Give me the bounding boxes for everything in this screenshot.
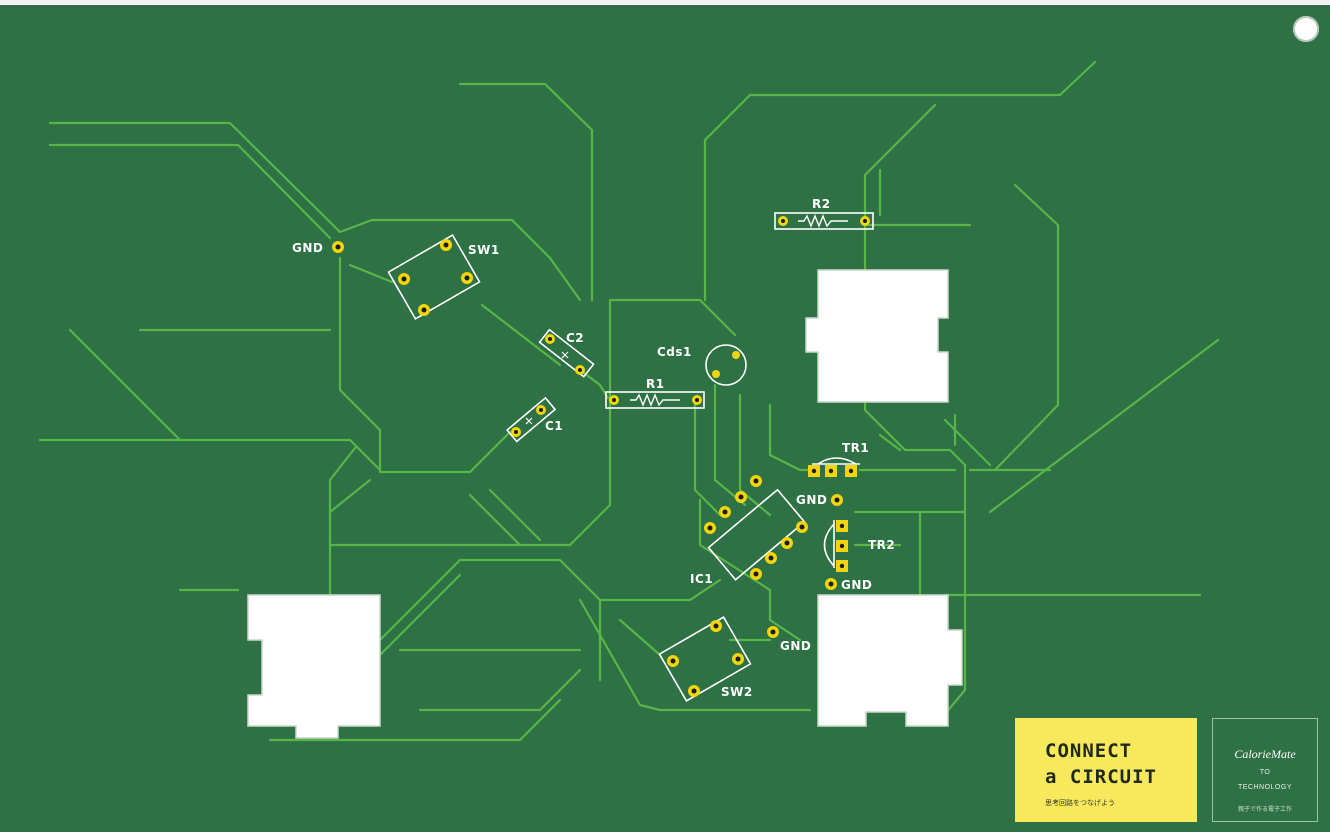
tr1-label: TR1 <box>842 441 869 455</box>
logo-technology: TECHNOLOGY <box>1237 784 1292 791</box>
pad-holes <box>335 219 867 694</box>
tr2-outline <box>823 520 835 568</box>
c2-outline <box>538 328 595 378</box>
c1-outline <box>505 396 557 443</box>
sw2-label: SW2 <box>721 685 753 699</box>
board-background <box>0 5 1330 832</box>
r1-outline <box>605 391 705 409</box>
mounting-hole-icon <box>1293 16 1319 42</box>
trace-network <box>38 60 1220 742</box>
gnd-label-tr1: GND <box>796 493 827 507</box>
gnd-label-left: GND <box>292 241 323 255</box>
cds1-label: Cds1 <box>657 345 692 359</box>
logo-brand-name: CalorieMate <box>1234 747 1296 761</box>
cds1-outline <box>705 344 747 386</box>
sw1-outline <box>387 234 481 320</box>
sw2-outline <box>658 616 752 702</box>
ic1-label: IC1 <box>690 572 713 586</box>
capacitor-polarity-icon <box>525 351 569 425</box>
calorie-mate-logo-panel: CalorieMate TO TECHNOLOGY 親子で作る電子工作 <box>1212 718 1318 822</box>
cutout-bottom-left <box>247 594 381 739</box>
c1-label: C1 <box>545 419 563 433</box>
c2-label: C2 <box>566 331 584 345</box>
r2-outline <box>774 212 874 230</box>
component-outlines <box>387 212 874 702</box>
brand-subtitle: 思考回路をつなげよう <box>1045 799 1115 807</box>
brand-title-line2: a CIRCUIT <box>1045 766 1157 788</box>
connect-circuit-panel: CONNECT a CIRCUIT 思考回路をつなげよう <box>1015 718 1197 822</box>
ic1-outline <box>707 488 806 581</box>
gnd-label-sw2: GND <box>780 639 811 653</box>
sw1-label: SW1 <box>468 243 500 257</box>
cutout-bottom-right <box>817 594 963 727</box>
logo-footer: 親子で作る電子工作 <box>1237 807 1292 813</box>
cutout-top-right <box>805 269 949 403</box>
tr2-label: TR2 <box>868 538 895 552</box>
brand-title-line1: CONNECT <box>1045 740 1133 762</box>
board-cutouts <box>247 269 963 739</box>
logo-to: TO <box>1259 769 1271 776</box>
r2-label: R2 <box>812 197 831 211</box>
r1-label: R1 <box>646 377 665 391</box>
resistor-symbol-icon <box>630 214 848 407</box>
board-top-edge <box>0 0 1330 4</box>
tr1-outline <box>812 457 860 465</box>
gnd-label-tr2: GND <box>841 578 872 592</box>
